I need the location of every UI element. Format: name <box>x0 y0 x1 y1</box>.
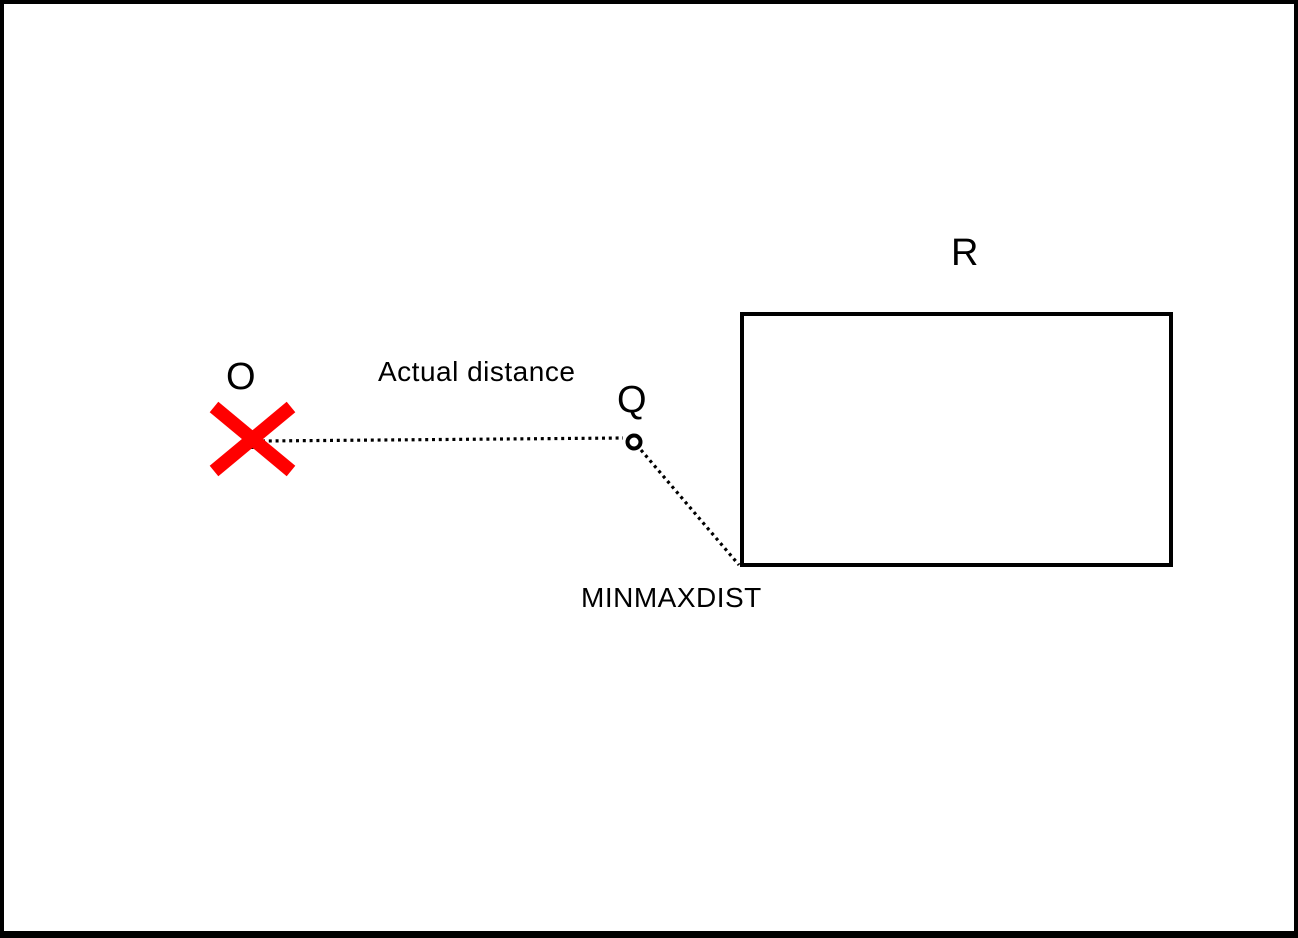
x-marker-icon <box>209 401 296 477</box>
label-rectangle-r: R <box>951 232 979 274</box>
minmaxdist-line <box>639 448 741 567</box>
label-point-q: Q <box>617 379 648 421</box>
actual-distance-line <box>261 436 624 443</box>
label-point-o: O <box>226 356 257 398</box>
point-q-circle-marker <box>625 433 643 451</box>
label-minmaxdist: MINMAXDIST <box>581 582 762 613</box>
label-actual-distance: Actual distance <box>378 356 576 387</box>
rectangle-r <box>740 312 1173 567</box>
